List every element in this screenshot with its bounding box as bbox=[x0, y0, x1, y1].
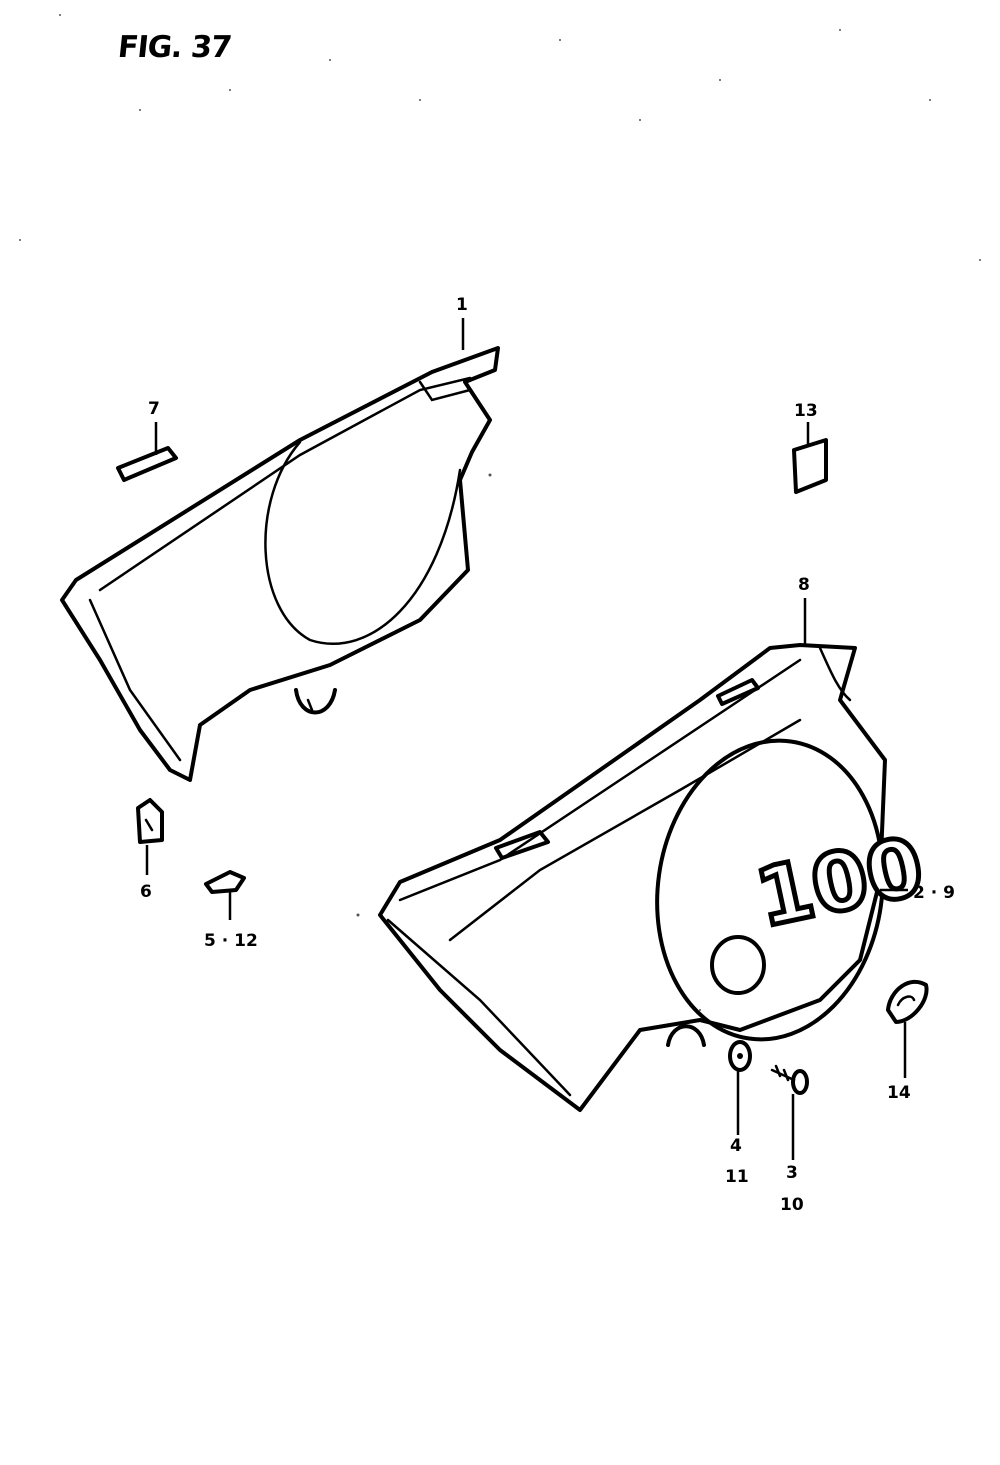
label-screw-b: 10 bbox=[780, 1195, 804, 1215]
side-cover-part bbox=[378, 643, 887, 1112]
emblem-text: 100 bbox=[748, 819, 931, 945]
cushion-part bbox=[204, 870, 246, 894]
label-screw-a: 3 bbox=[786, 1163, 798, 1183]
label-clip: 6 bbox=[140, 882, 152, 902]
label-sticker: 13 bbox=[794, 401, 818, 421]
washer-part bbox=[728, 1040, 752, 1072]
label-side-cover: 8 bbox=[798, 575, 810, 595]
scan-noise bbox=[19, 14, 981, 1011]
label-pad: 7 bbox=[148, 399, 160, 419]
clip-part bbox=[136, 798, 164, 844]
label-emblem: 2 · 9 bbox=[913, 883, 955, 903]
label-frame-cover: 1 bbox=[456, 295, 468, 315]
sticker-part bbox=[792, 438, 828, 494]
label-grommet: 14 bbox=[887, 1083, 911, 1103]
label-washer-b: 11 bbox=[725, 1167, 749, 1187]
part-labels: 1 7 13 8 6 5 · 12 2 · 9 14 4 11 3 10 bbox=[140, 295, 955, 1215]
screw-part bbox=[770, 1064, 809, 1095]
label-cushion: 5 · 12 bbox=[204, 931, 258, 951]
frame-cover-part bbox=[60, 346, 500, 782]
grommet-part bbox=[886, 979, 929, 1024]
pad-part bbox=[116, 446, 178, 482]
label-washer-a: 4 bbox=[730, 1136, 742, 1156]
leader-lines bbox=[145, 318, 908, 1160]
